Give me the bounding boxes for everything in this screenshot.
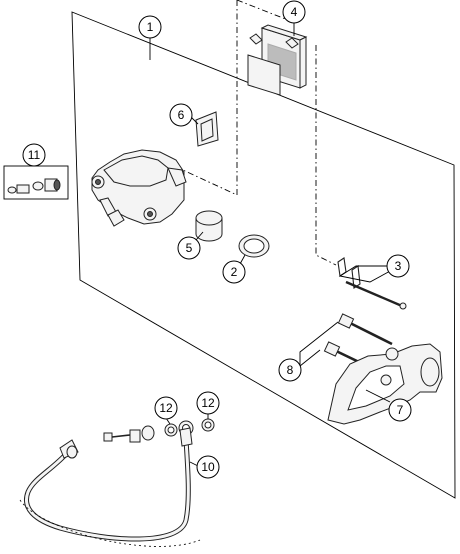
callout-12-right: 12	[196, 391, 220, 415]
callout-12-left: 12	[154, 396, 178, 420]
callout-5: 5	[177, 236, 201, 260]
callout-7-label: 7	[397, 403, 404, 417]
callout-12-left-label: 12	[159, 401, 173, 415]
piston-seal-part	[238, 234, 270, 258]
callout-8: 8	[278, 358, 302, 382]
brake-pads-part	[247, 24, 308, 96]
caliper-housing-part	[91, 149, 187, 227]
callout-6: 6	[169, 103, 193, 127]
callout-3-label: 3	[395, 259, 402, 273]
callout-10-label: 10	[201, 460, 215, 474]
callout-4-label: 4	[291, 5, 298, 19]
callout-10: 10	[196, 455, 220, 479]
leader-lines	[33, 22, 393, 467]
callout-1: 1	[138, 15, 162, 39]
callout-4: 4	[282, 0, 306, 24]
brake-hose-part	[19, 427, 201, 547]
callout-3: 3	[386, 254, 410, 278]
callout-7: 7	[388, 398, 412, 422]
assembly-outline	[71, 11, 456, 499]
callout-2-label: 2	[231, 265, 238, 279]
callout-6-label: 6	[178, 108, 185, 122]
piston-part	[195, 210, 223, 242]
callout-1-label: 1	[147, 20, 154, 34]
callout-2: 2	[222, 260, 246, 284]
banjo-fittings-part	[103, 418, 215, 443]
caliper-bracket-part	[327, 343, 443, 425]
callout-12-right-label: 12	[201, 396, 215, 410]
bleeder-kit-part	[3, 158, 69, 200]
callout-8-label: 8	[287, 363, 294, 377]
construction-lines	[171, 0, 337, 266]
pin-and-clips-part	[337, 257, 407, 310]
spring-plate-part	[195, 111, 219, 147]
bolts-part	[323, 313, 393, 376]
callout-11: 11	[22, 143, 46, 167]
callout-11-label: 11	[28, 148, 41, 162]
callout-5-label: 5	[186, 241, 193, 255]
